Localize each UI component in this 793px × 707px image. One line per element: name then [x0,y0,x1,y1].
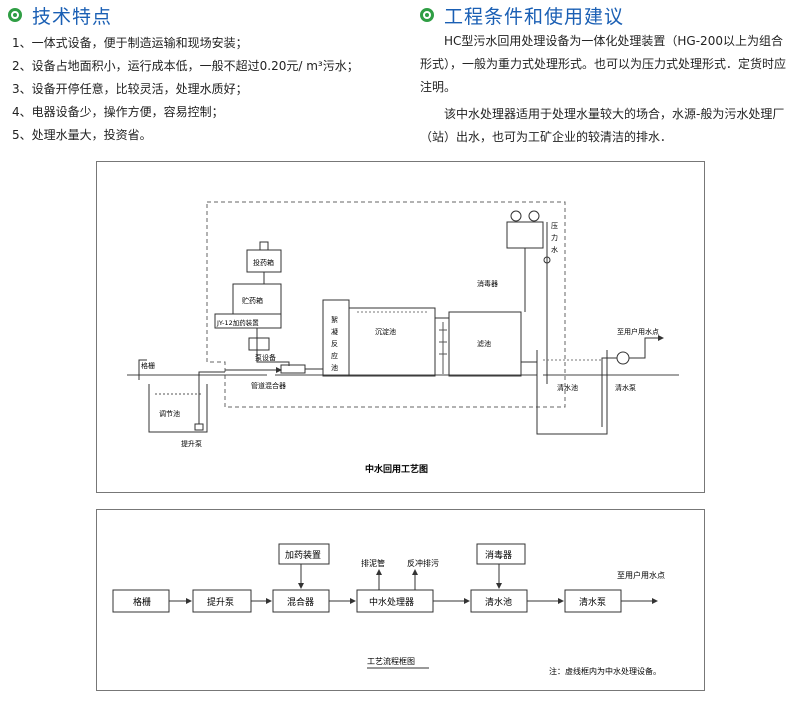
clear-pump-label: 清水泵 [615,383,636,392]
pump-device-label: 泵设备 [255,353,276,362]
flow-to-user-label: 至用户用水点 [617,570,665,580]
flow-box-label: 混合器 [287,596,314,608]
diagram2-note: 注：虚线框内为中水处理设备。 [549,666,661,676]
conditions-paragraph-2: 该中水处理器适用于处理水量较大的场合，水源-般为污水处理厂（站）出水，也可为工矿… [420,107,785,144]
dosing-device-label: JY-12加药装置 [216,318,259,327]
disinfector [506,221,544,249]
flow-box-label: 格栅 [133,596,151,608]
sed-tank-label: 沉淀池 [375,327,396,336]
storage-box-label: 贮药箱 [242,296,263,305]
flow-sludge-label: 排泥管 [361,558,385,568]
filter-tank [448,311,522,377]
flow-disinfector-label: 消毒器 [485,549,512,561]
flow-box-label: 清水泵 [579,596,606,608]
list-item: 3、设备开停任意，比较灵活，处理水质好； [12,82,248,96]
list-item: 5、处理水量大，投资省。 [12,128,152,142]
flow-box-dosing [278,543,330,565]
clear-pool [536,350,608,435]
pressure-label-3: 水 [551,245,558,254]
clear-pool-label: 清水池 [557,383,578,392]
conditions-section: 工程条件和使用建议 HC型污水回用处理设备为一体化处理装置（HG-200以上为组… [420,0,790,149]
tech-features-title: 技术特点 [32,5,113,28]
dosing-box-label: 投药箱 [253,258,274,267]
flow-box-label: 清水池 [485,596,512,608]
dosing-device [214,313,282,329]
floc-label-5: 池 [331,363,338,372]
reg-tank-label: 调节池 [159,409,180,418]
tech-features-section: 技术特点 1、一体式设备，便于制造运输和现场安装； 2、设备占地面积小，运行成本… [8,0,408,147]
equipment-boundary [206,201,566,408]
list-item: 4、电器设备少，操作方便，容易控制； [12,105,224,119]
pipe-mixer [280,364,306,374]
floc-label-2: 凝 [331,327,338,336]
sed-tank [348,307,436,377]
grille-label: 格栅 [141,361,155,370]
clear-pump [616,351,630,365]
pressure-label-1: 压 [551,222,558,230]
floc-label-4: 应 [331,351,338,360]
flow-box-disinfector [476,543,526,565]
lift-pump-label: 提升泵 [181,439,202,448]
flow-backwash-label: 反冲排污 [407,558,439,568]
floc-label-1: 絮 [331,315,338,324]
filter-tank-label: 滤池 [477,339,491,348]
features-list: 1、一体式设备，便于制造运输和现场安装； 2、设备占地面积小，运行成本低，一般不… [12,32,408,147]
regulating-tank [148,384,208,433]
pipe-mixer-label: 管道混合器 [251,381,286,390]
list-item: 2、设备占地面积小，运行成本低，一般不超过0.20元/ m³污水； [12,59,359,73]
bullseye-icon [8,8,22,22]
diagram2-caption: 工艺流程框图 [367,656,415,666]
diagram1-caption: 中水回用工艺图 [365,463,428,475]
process-drawing-frame: 格栅 调节池 提升泵 管道混合器 投药箱 贮药箱 JY-12加药装置 泵设备 絮… [96,161,705,493]
list-item: 1、一体式设备，便于制造运输和现场安装； [12,36,248,50]
disinfector-label: 消毒器 [477,279,498,288]
flow-diagram-frame: 格栅 提升泵 混合器 中水处理器 清水池 清水泵 至用户用水点 加药装置 排泥管… [96,509,705,691]
flow-box-label: 提升泵 [207,597,234,608]
flow-box-label: 中水处理器 [369,596,414,608]
flow-dosing-label: 加药装置 [285,549,321,561]
tech-features-header: 技术特点 [8,0,408,30]
conditions-header: 工程条件和使用建议 [420,0,790,30]
conditions-paragraph-1: HC型污水回用处理设备为一体化处理装置（HG-200以上为组合形式），一般为重力… [420,34,787,94]
bullseye-icon [420,8,434,22]
conditions-title: 工程条件和使用建议 [444,5,625,28]
flow-diagram: 格栅 提升泵 混合器 中水处理器 清水池 清水泵 至用户用水点 加药装置 排泥管… [112,543,665,676]
floc-label-3: 反 [331,339,338,348]
to-user-label: 至用户用水点 [617,327,659,336]
pressure-label-2: 力 [551,233,558,242]
process-drawing: 格栅 调节池 提升泵 管道混合器 投药箱 贮药箱 JY-12加药装置 泵设备 絮… [127,201,679,475]
